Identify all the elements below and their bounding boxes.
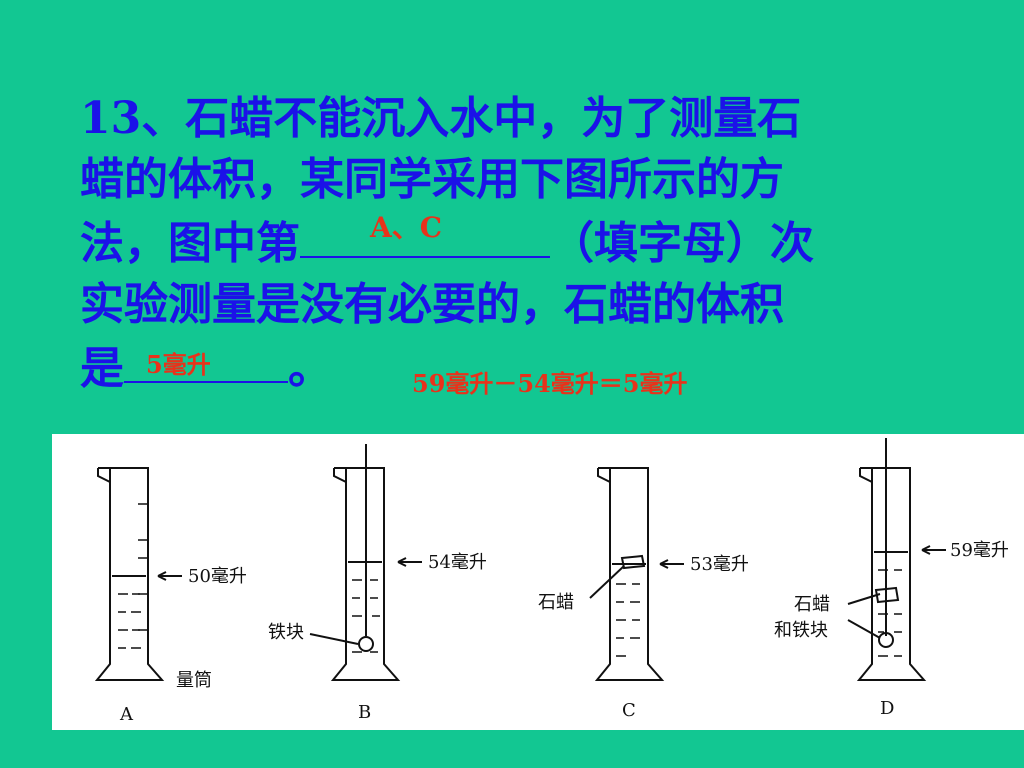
question-text: 13、石蜡不能沉入水中，为了测量石 蜡的体积，某同学采用下图所示的方 法，图中第… <box>80 88 910 399</box>
question-line-2: 蜡的体积，某同学采用下图所示的方 <box>80 154 784 205</box>
caption-a: 量筒 <box>176 670 212 691</box>
question-line-1: 13、石蜡不能沉入水中，为了测量石 <box>80 93 802 144</box>
object-label-d-2: 和铁块 <box>774 620 828 641</box>
cylinder-b <box>309 444 422 681</box>
reading-c: 53毫升 <box>690 554 749 575</box>
cylinder-figure: 50毫升 量筒 A 54毫升 铁块 B 53毫升 石蜡 C 59毫升 石蜡 和铁… <box>52 434 1024 730</box>
question-line-3-start: 法，图中第 <box>80 218 300 269</box>
object-label-d-1: 石蜡 <box>794 594 830 615</box>
answer-blank-1 <box>300 210 550 258</box>
object-label-b: 铁块 <box>268 622 304 643</box>
cylinder-c <box>589 467 684 681</box>
cylinder-a <box>94 467 182 681</box>
reading-d: 59毫升 <box>950 540 1009 561</box>
question-line-5-end: 。 <box>288 343 332 394</box>
answer-1: A、C <box>370 211 443 244</box>
letter-b: B <box>358 702 371 723</box>
cylinder-diagram: 50毫升 量筒 A 54毫升 铁块 B 53毫升 石蜡 C 59毫升 石蜡 和铁… <box>94 438 1009 725</box>
letter-c: C <box>622 700 636 721</box>
question-line-3-end: （填字母）次 <box>550 218 814 269</box>
letter-a: A <box>119 704 134 725</box>
cylinder-d <box>847 438 946 681</box>
answer-calculation: 59毫升－54毫升＝5毫升 <box>412 369 688 398</box>
reading-a: 50毫升 <box>188 566 247 587</box>
object-label-c: 石蜡 <box>538 592 574 613</box>
answer-2: 5毫升 <box>146 350 211 379</box>
reading-b: 54毫升 <box>428 552 487 573</box>
question-line-5-start: 是 <box>80 343 124 394</box>
question-line-4: 实验测量是没有必要的，石蜡的体积 <box>80 279 784 330</box>
answer-blank-2 <box>124 335 288 383</box>
letter-d: D <box>880 698 894 719</box>
